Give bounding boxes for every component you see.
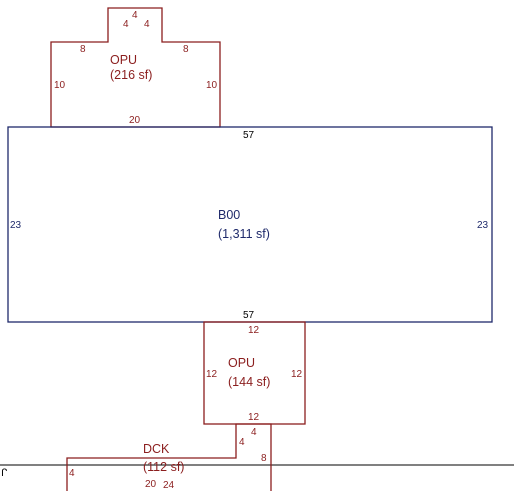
dck-dim-d: 8 bbox=[261, 453, 267, 464]
opu-bottom-dim-right: 12 bbox=[291, 369, 303, 380]
opu-bottom-dim-top: 12 bbox=[248, 325, 260, 336]
opu-top-dim-a: 4 bbox=[123, 19, 129, 30]
main-code: B00 bbox=[218, 208, 240, 222]
opu-top-dim-e: 8 bbox=[183, 44, 189, 55]
dck-code: DCK bbox=[143, 442, 170, 456]
main-area-outline[interactable] bbox=[7, 126, 493, 323]
main-dim-right: 23 bbox=[477, 220, 489, 231]
opu-top-area: (216 sf) bbox=[110, 68, 152, 82]
main-dim-left: 23 bbox=[10, 220, 22, 231]
opu-top-dim-f: 10 bbox=[54, 80, 66, 91]
opu-bottom-code: OPU bbox=[228, 356, 255, 370]
dck-area: (112 sf) bbox=[143, 460, 184, 474]
opu-top-dim-c: 4 bbox=[144, 19, 150, 30]
main-dim-top: 57 bbox=[243, 130, 255, 141]
main-area: (1,311 sf) bbox=[218, 227, 270, 241]
opu-bottom-area: (144 sf) bbox=[228, 375, 270, 389]
main-dim-bottom: 57 bbox=[243, 310, 255, 321]
dck-dim-b: 4 bbox=[251, 427, 257, 438]
opu-top-dim-g: 10 bbox=[206, 80, 218, 91]
dck-dim-c: 4 bbox=[69, 468, 75, 479]
dck-dim-a: 4 bbox=[239, 437, 245, 448]
opu-bottom-dim-left: 12 bbox=[206, 369, 218, 380]
opu-top-dim-d: 8 bbox=[80, 44, 86, 55]
opu-top-dim-h: 20 bbox=[129, 115, 141, 126]
opu-bottom-dim-bottom: 12 bbox=[248, 412, 260, 423]
dck-outline[interactable] bbox=[66, 423, 272, 491]
opu-top-dim-b: 4 bbox=[132, 10, 138, 21]
dck-dim-f: 24 bbox=[163, 480, 175, 491]
opu-top-code: OPU bbox=[110, 53, 137, 67]
opu-bottom-outline[interactable] bbox=[203, 321, 306, 425]
dck-dim-e: 20 bbox=[145, 479, 157, 490]
cursor-glyph: ᒋ bbox=[1, 468, 7, 479]
opu-top-outline[interactable] bbox=[50, 7, 221, 128]
